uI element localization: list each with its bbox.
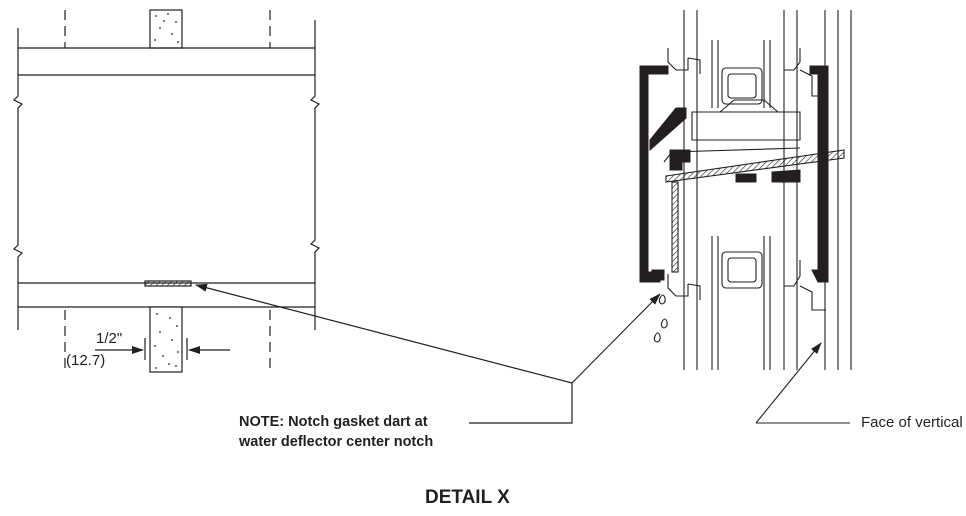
face-of-vertical-label: Face of vertical (861, 414, 963, 431)
right-section-view (571, 10, 852, 424)
core-stipple (154, 13, 179, 369)
note-line-1: NOTE: Notch gasket dart at (239, 414, 428, 430)
water-deflector (665, 149, 845, 273)
note-line-2: water deflector center notch (239, 434, 434, 450)
dimension-metric: (12.7) (66, 352, 106, 369)
dimension-imperial: 1/2" (96, 330, 123, 347)
left-plan-view (12, 9, 573, 384)
detail-title: DETAIL X (425, 487, 510, 508)
frame-extrusions (639, 65, 829, 283)
